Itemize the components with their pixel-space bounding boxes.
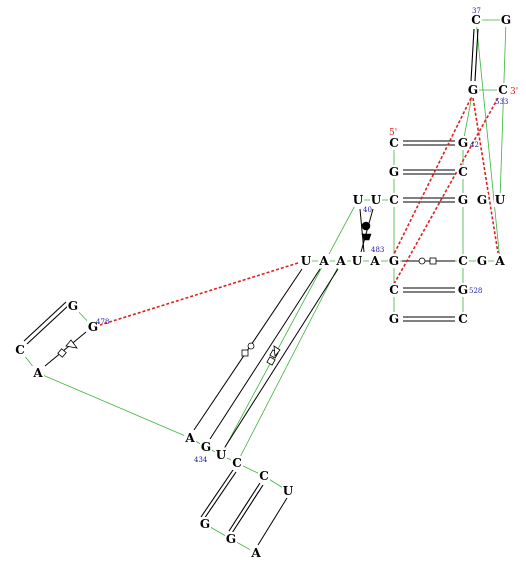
- label-40: 40: [363, 206, 372, 214]
- nucleotide-bg: [14, 343, 26, 357]
- nucleotide-u-m1: U: [301, 254, 312, 268]
- nucleotide-c-r5: C: [389, 283, 399, 297]
- nucleotide-u483: U: [352, 254, 363, 268]
- nucleotide-g-b8: G: [226, 532, 236, 546]
- nucleotide-bg: [470, 13, 482, 27]
- nucleotide-bg: [258, 469, 270, 483]
- label-434: 434: [194, 456, 208, 464]
- nucleotide-g-r6: G: [389, 312, 399, 326]
- nucleotide-g-b7: G: [200, 517, 210, 531]
- nucleotide-bg: [457, 254, 469, 268]
- nucleotide-a-m9: A: [494, 254, 505, 268]
- nucleotide-g-lt: G: [68, 299, 78, 313]
- nucleotide-bg: [388, 283, 400, 297]
- label-483: 483: [371, 246, 384, 254]
- nucleotide-g478: G: [88, 320, 98, 334]
- nucleotide-bg: [67, 299, 79, 313]
- nucleotide-bg: [369, 254, 381, 268]
- nucleotide-bg: [351, 254, 363, 268]
- nucleotide-c533: C: [498, 83, 508, 97]
- nucleotide-c-r6: C: [458, 312, 468, 326]
- label-478: 478: [96, 318, 109, 326]
- nucleotide-bg: [352, 193, 364, 207]
- nucleotide-c37: C: [471, 13, 481, 27]
- nucleotide-c-b4: C: [232, 456, 242, 470]
- label-533: 533: [495, 98, 508, 106]
- nucleotide-bg: [494, 193, 506, 207]
- position-labels: 37 42 40 483 528 533 478 434 5' 3': [96, 7, 518, 464]
- nucleotide-bg: [282, 484, 294, 498]
- nucleotide-a-b1: A: [184, 431, 195, 445]
- nucleotide-bg: [388, 193, 400, 207]
- nucleotide-g528: G: [458, 283, 468, 297]
- label-37: 37: [472, 7, 481, 15]
- nucleotide-bg: [300, 254, 312, 268]
- nucleotide-bg: [87, 320, 99, 334]
- nucleotide-g-mid: G: [468, 83, 478, 97]
- nucleotide-bg: [32, 366, 44, 380]
- canonical-pairs: [23, 28, 479, 534]
- nucleotide-bg: [225, 532, 237, 546]
- nucleotide-bg: [457, 165, 469, 179]
- nucleotide-bg: [497, 83, 509, 97]
- nucleotide-bg: [388, 165, 400, 179]
- nucleotide-u-b3: U: [216, 448, 227, 462]
- nucleotide-a-m3: A: [335, 254, 346, 268]
- nucleotide-a-m2: A: [318, 254, 329, 268]
- nucleotide-bg: [467, 83, 479, 97]
- nucleotide-bg: [370, 193, 382, 207]
- label-42: 42: [470, 141, 479, 149]
- nucleotide-bg: [200, 440, 212, 454]
- nucleotide-c-r2: C: [458, 165, 468, 179]
- nucleotide-g-m8: G: [477, 254, 487, 268]
- nucleotide-bg: [335, 254, 347, 268]
- nucleotide-bg: [199, 517, 211, 531]
- nucleotide-bg: [476, 254, 488, 268]
- five-prime-label: 5': [389, 128, 397, 138]
- nucleotide-u-r3c: U: [371, 193, 382, 207]
- nucleotide-bg: [457, 136, 469, 150]
- nucleotide-a-l: A: [32, 366, 43, 380]
- nucleotide-g42: G: [458, 136, 468, 150]
- nucleotide-bg: [250, 546, 262, 560]
- nucleotide-bg: [231, 456, 243, 470]
- nucleotide-c-l: C: [15, 343, 25, 357]
- nucleotide-bg: [457, 312, 469, 326]
- pseudoknot-lines: [99, 97, 499, 326]
- nucleotide-c-r3: C: [389, 193, 399, 207]
- nucleotide-g-m6: G: [389, 254, 399, 268]
- nucleotide-bg: [215, 448, 227, 462]
- nucleotide-c5p: C: [389, 136, 399, 150]
- nucleotide-bg: [388, 254, 400, 268]
- nucleotide-bg: [457, 283, 469, 297]
- nucleotide-bg: [318, 254, 330, 268]
- nucleotide-bg: [184, 431, 196, 445]
- nucleotide-c-b5: C: [259, 469, 269, 483]
- nucleotide-a-b9: A: [250, 546, 261, 560]
- nucleotide-g-r3a: G: [458, 193, 468, 207]
- nucleotide-bg: [500, 13, 512, 27]
- nucleotide-c-m7: C: [458, 254, 468, 268]
- three-prime-label: 3': [510, 87, 518, 97]
- nucleotide-u-r3: U: [495, 193, 506, 207]
- nucleotide-g-top: G: [501, 13, 511, 27]
- nucleotide-u40: U: [353, 193, 364, 207]
- nucleotide-g-r2: G: [389, 165, 399, 179]
- label-528: 528: [469, 287, 482, 295]
- noncanonical-pairs: [44, 208, 455, 546]
- nucleotide-g434: G: [201, 440, 211, 454]
- nucleotide-g-r3b: G: [477, 193, 487, 207]
- nucleotide-bg: [388, 312, 400, 326]
- nucleotide-a-m5: A: [369, 254, 380, 268]
- nucleotide-bg: [494, 254, 506, 268]
- nucleotide-bg: [457, 193, 469, 207]
- nucleotide-bg: [388, 136, 400, 150]
- nucleotide-u-b6: U: [283, 484, 294, 498]
- nucleotide-bg: [476, 193, 488, 207]
